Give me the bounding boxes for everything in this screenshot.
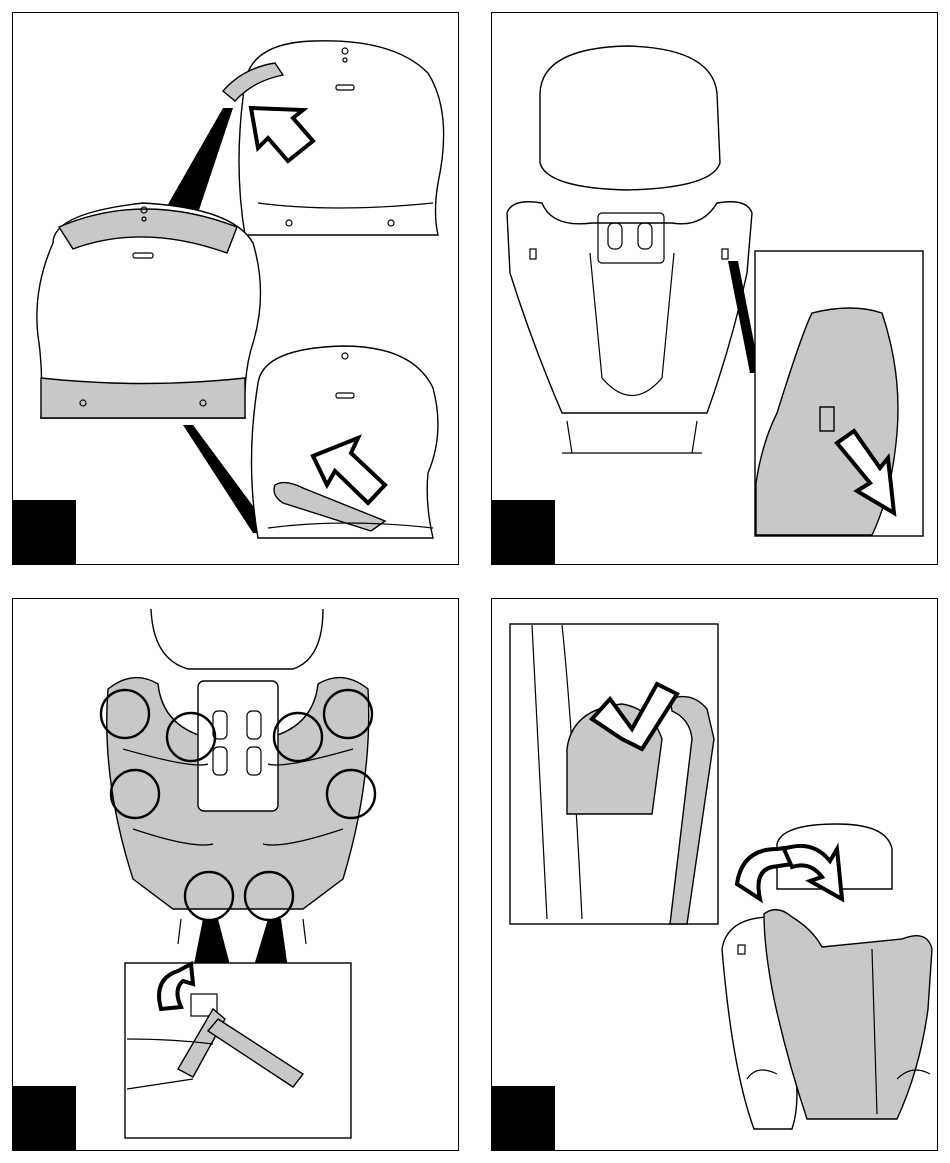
anchor-slot (820, 407, 834, 431)
step-4-illustration (492, 599, 938, 1151)
step-4-marker (492, 1086, 555, 1150)
step-2-illustration (492, 13, 938, 565)
step-4-panel (491, 598, 938, 1151)
step-1-marker (13, 500, 76, 564)
step-1-panel (12, 12, 459, 565)
step-3-marker (13, 1086, 76, 1150)
step-1-illustration (13, 13, 459, 565)
step-3-illustration (13, 599, 459, 1151)
backrest-shell-main (37, 203, 261, 418)
callout-pointer (253, 919, 288, 969)
callout-pointer (163, 108, 233, 213)
callout-pointer (193, 919, 231, 969)
step-2-panel (491, 12, 938, 565)
booster-seat-cover (107, 609, 369, 909)
step-3-panel (12, 598, 459, 1151)
step-2-marker (492, 500, 555, 564)
booster-seat-front (507, 46, 752, 453)
